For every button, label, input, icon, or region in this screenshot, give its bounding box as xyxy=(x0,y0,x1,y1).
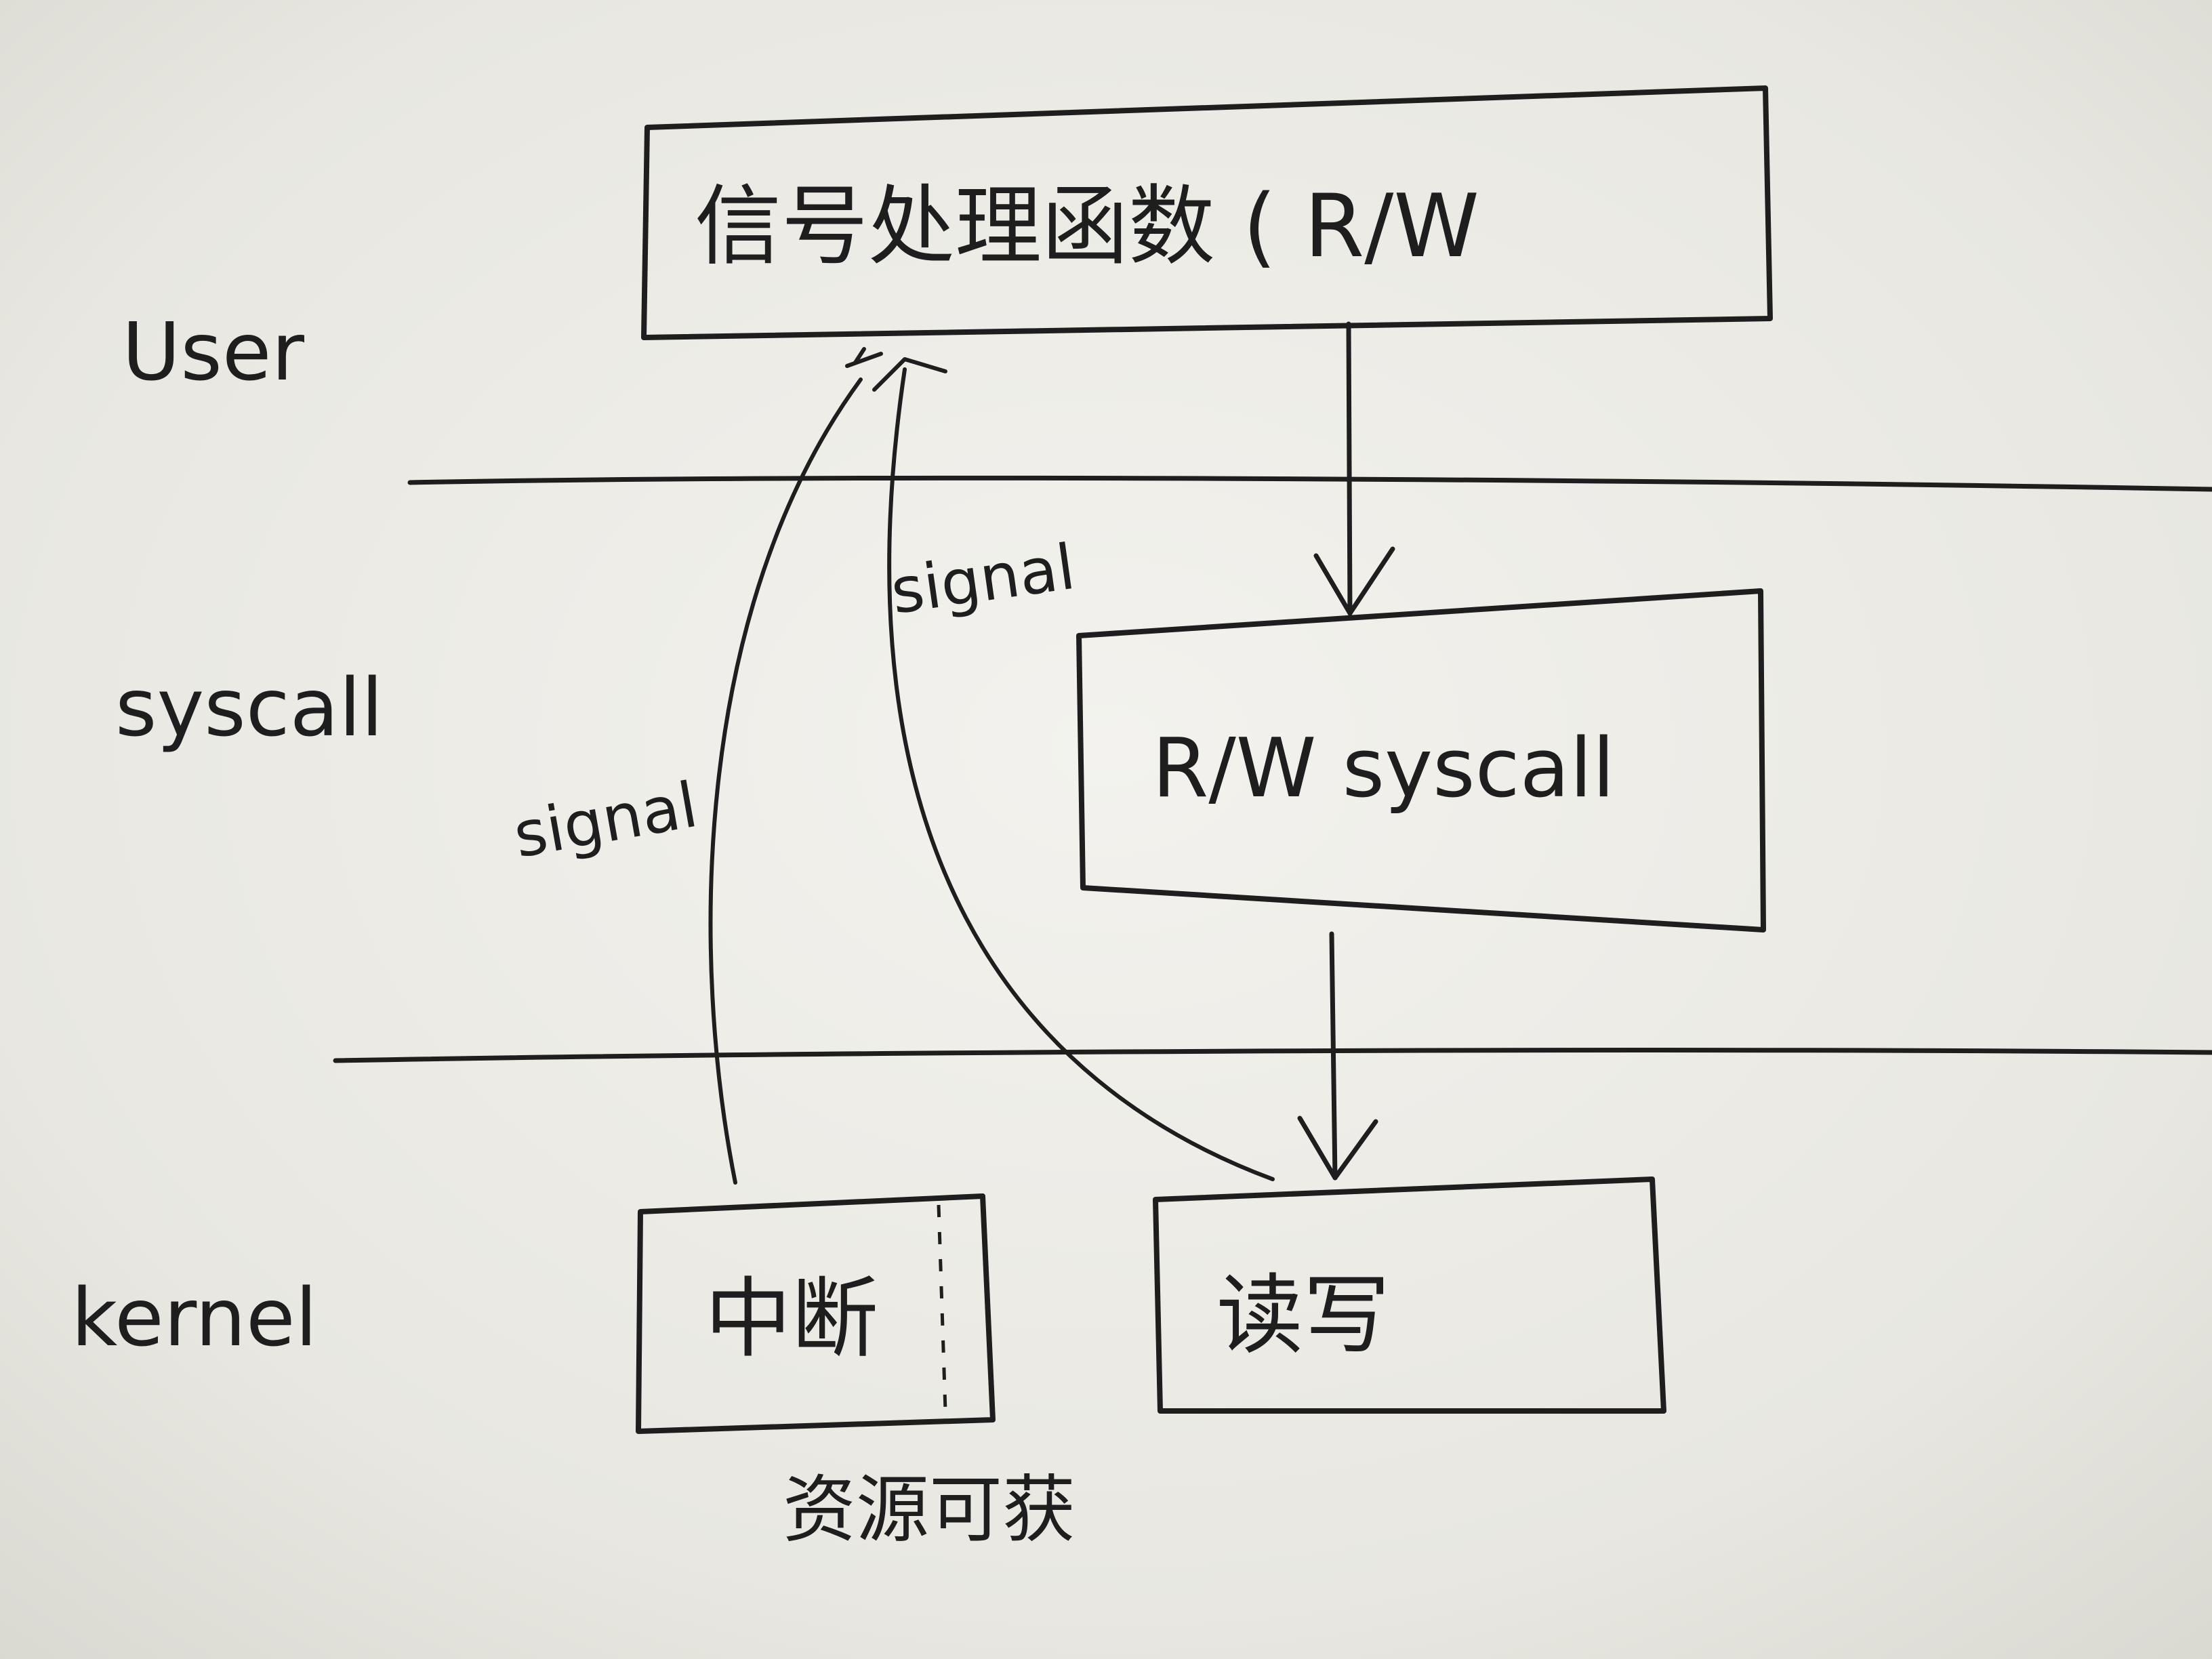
layer-label-kernel: kernel xyxy=(71,1271,317,1364)
arrow-signal-from-interrupt xyxy=(708,347,883,1185)
read-write-box-label: 读写 xyxy=(1216,1265,1390,1366)
resource-available-note: 资源可获 xyxy=(783,1468,1076,1553)
layer-label-syscall: syscall xyxy=(115,661,384,754)
arrow-handler-to-syscall xyxy=(1313,321,1395,616)
layer-label-user: User xyxy=(122,305,304,398)
user-syscall-divider xyxy=(407,475,2212,492)
rw-syscall-box-label: R/W syscall xyxy=(1152,722,1615,816)
interrupt-box-dashed-edge xyxy=(937,1204,947,1412)
read-write-box: 读写 xyxy=(1153,1176,1666,1414)
interrupt-box-label: 中断 xyxy=(705,1269,878,1370)
arrow-syscall-to-read-write xyxy=(1297,931,1378,1181)
arrow-signal-from-read-write xyxy=(872,357,1275,1181)
handler-box-label: 信号处理函数 ( R/W xyxy=(695,176,1479,277)
interrupt-box: 中断 xyxy=(636,1193,996,1434)
rw-syscall-box: R/W syscall xyxy=(1076,588,1766,933)
syscall-kernel-divider xyxy=(333,1048,2212,1063)
handler-box: 信号处理函数 ( R/W xyxy=(641,85,1773,340)
